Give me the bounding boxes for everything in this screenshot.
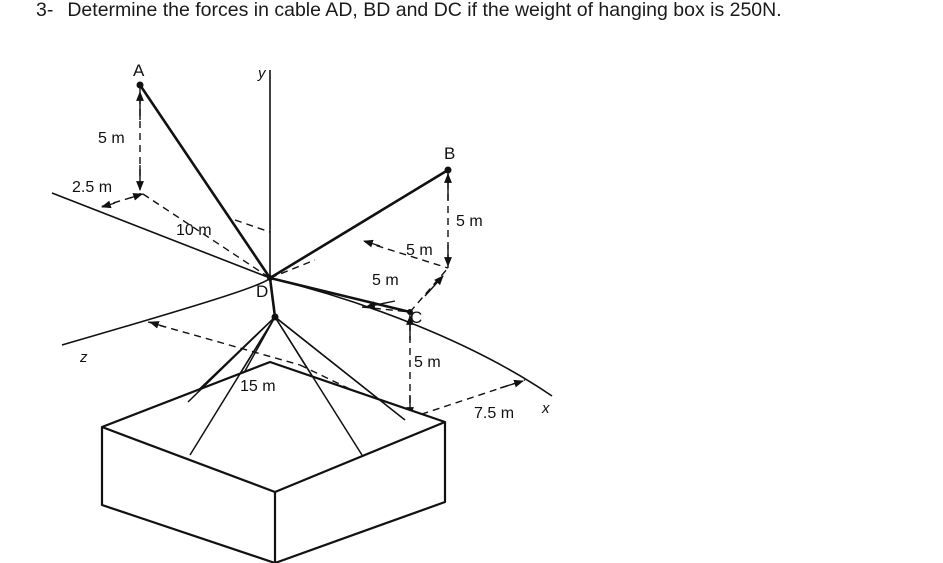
label-b: B: [444, 144, 455, 163]
dim-a-offset: 2.5 m: [72, 179, 112, 196]
dim-b-offset: 5 m: [406, 242, 433, 259]
cable-d-ring: [268, 277, 277, 318]
label-z-axis: z: [79, 349, 88, 366]
dim-seven-half: 7.5 m: [474, 405, 514, 422]
problem-number: 3-: [36, 0, 54, 21]
points: [136, 81, 452, 321]
point-c-dot: [407, 309, 413, 315]
cable-dc: [269, 276, 411, 314]
cable-ad: [138, 84, 272, 279]
z-axis: [51, 192, 271, 279]
label-x-axis: x: [541, 400, 550, 417]
dim-c-height: 5 m: [414, 354, 441, 371]
dim-fifteen: 15 m: [240, 378, 276, 395]
box-slings-top: [187, 316, 406, 456]
problem-text: Determine the forces in cable AD, BD and…: [67, 0, 782, 21]
label-y-axis: y: [257, 65, 267, 82]
ring-dot: [271, 313, 279, 321]
cables: [138, 84, 449, 318]
dimension-arrows: [101, 91, 524, 419]
label-a: A: [133, 61, 145, 80]
cable-bd: [269, 168, 449, 280]
label-c: C: [410, 308, 422, 327]
point-b-dot: [444, 166, 452, 174]
point-a-dot: [136, 81, 144, 89]
hanging-box: [100, 360, 447, 563]
axes: [51, 70, 553, 397]
dim-ten: 10 m: [176, 222, 212, 239]
dim-a-height: 5 m: [98, 130, 125, 147]
label-d: D: [256, 282, 268, 301]
dim-b-height: 5 m: [456, 213, 483, 230]
point-d-dot: [267, 275, 273, 281]
dim-c-offset: 5 m: [372, 272, 399, 289]
problem-statement: 3- Determine the forces in cable AD, BD a…: [36, 0, 782, 22]
